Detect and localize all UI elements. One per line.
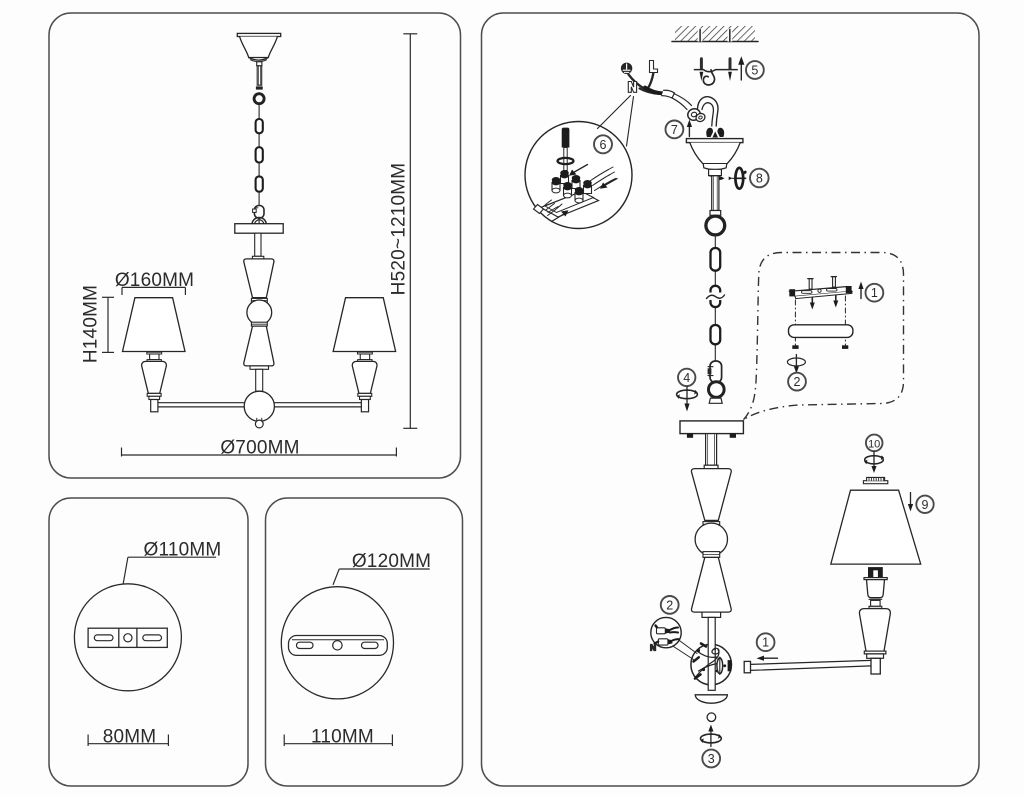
svg-text:2: 2	[794, 375, 801, 389]
svg-text:Ø700MM: Ø700MM	[220, 438, 299, 459]
svg-text:3: 3	[708, 752, 715, 766]
svg-text:7: 7	[671, 123, 678, 137]
svg-text:1: 1	[871, 286, 878, 300]
svg-text:80MM: 80MM	[103, 726, 157, 747]
svg-text:N: N	[650, 643, 656, 653]
svg-text:Ø110MM: Ø110MM	[144, 539, 222, 560]
svg-text:H520~1210MM: H520~1210MM	[389, 163, 410, 296]
svg-text:1: 1	[762, 636, 769, 650]
svg-text:9: 9	[922, 498, 929, 512]
svg-text:2: 2	[666, 598, 673, 612]
svg-text:4: 4	[683, 371, 690, 385]
svg-text:5: 5	[751, 64, 758, 78]
svg-text:110MM: 110MM	[311, 726, 374, 747]
svg-text:Ø160MM: Ø160MM	[115, 270, 194, 291]
svg-text:6: 6	[600, 138, 607, 152]
svg-text:8: 8	[756, 172, 763, 186]
svg-text:H140MM: H140MM	[81, 285, 102, 363]
svg-text:Ø120MM: Ø120MM	[352, 551, 431, 572]
svg-text:10: 10	[868, 438, 880, 450]
